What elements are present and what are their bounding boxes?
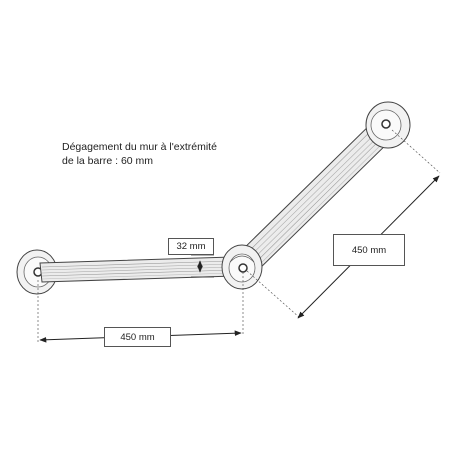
note-line-2: de la barre : 60 mm [62, 154, 154, 167]
wall-clearance-note: Dégagement du mur à l'extrémité de la ba… [62, 141, 262, 168]
note-line-1: Dégagement du mur à l'extrémité [62, 141, 217, 153]
diagonal-length-label: 450 mm [333, 234, 405, 266]
horizontal-bar [39, 256, 235, 283]
diameter-dimension [191, 254, 214, 278]
right-flange [365, 101, 411, 149]
middle-flange [221, 244, 263, 290]
diameter-label: 32 mm [168, 238, 214, 255]
horizontal-length-label: 450 mm [104, 327, 171, 347]
